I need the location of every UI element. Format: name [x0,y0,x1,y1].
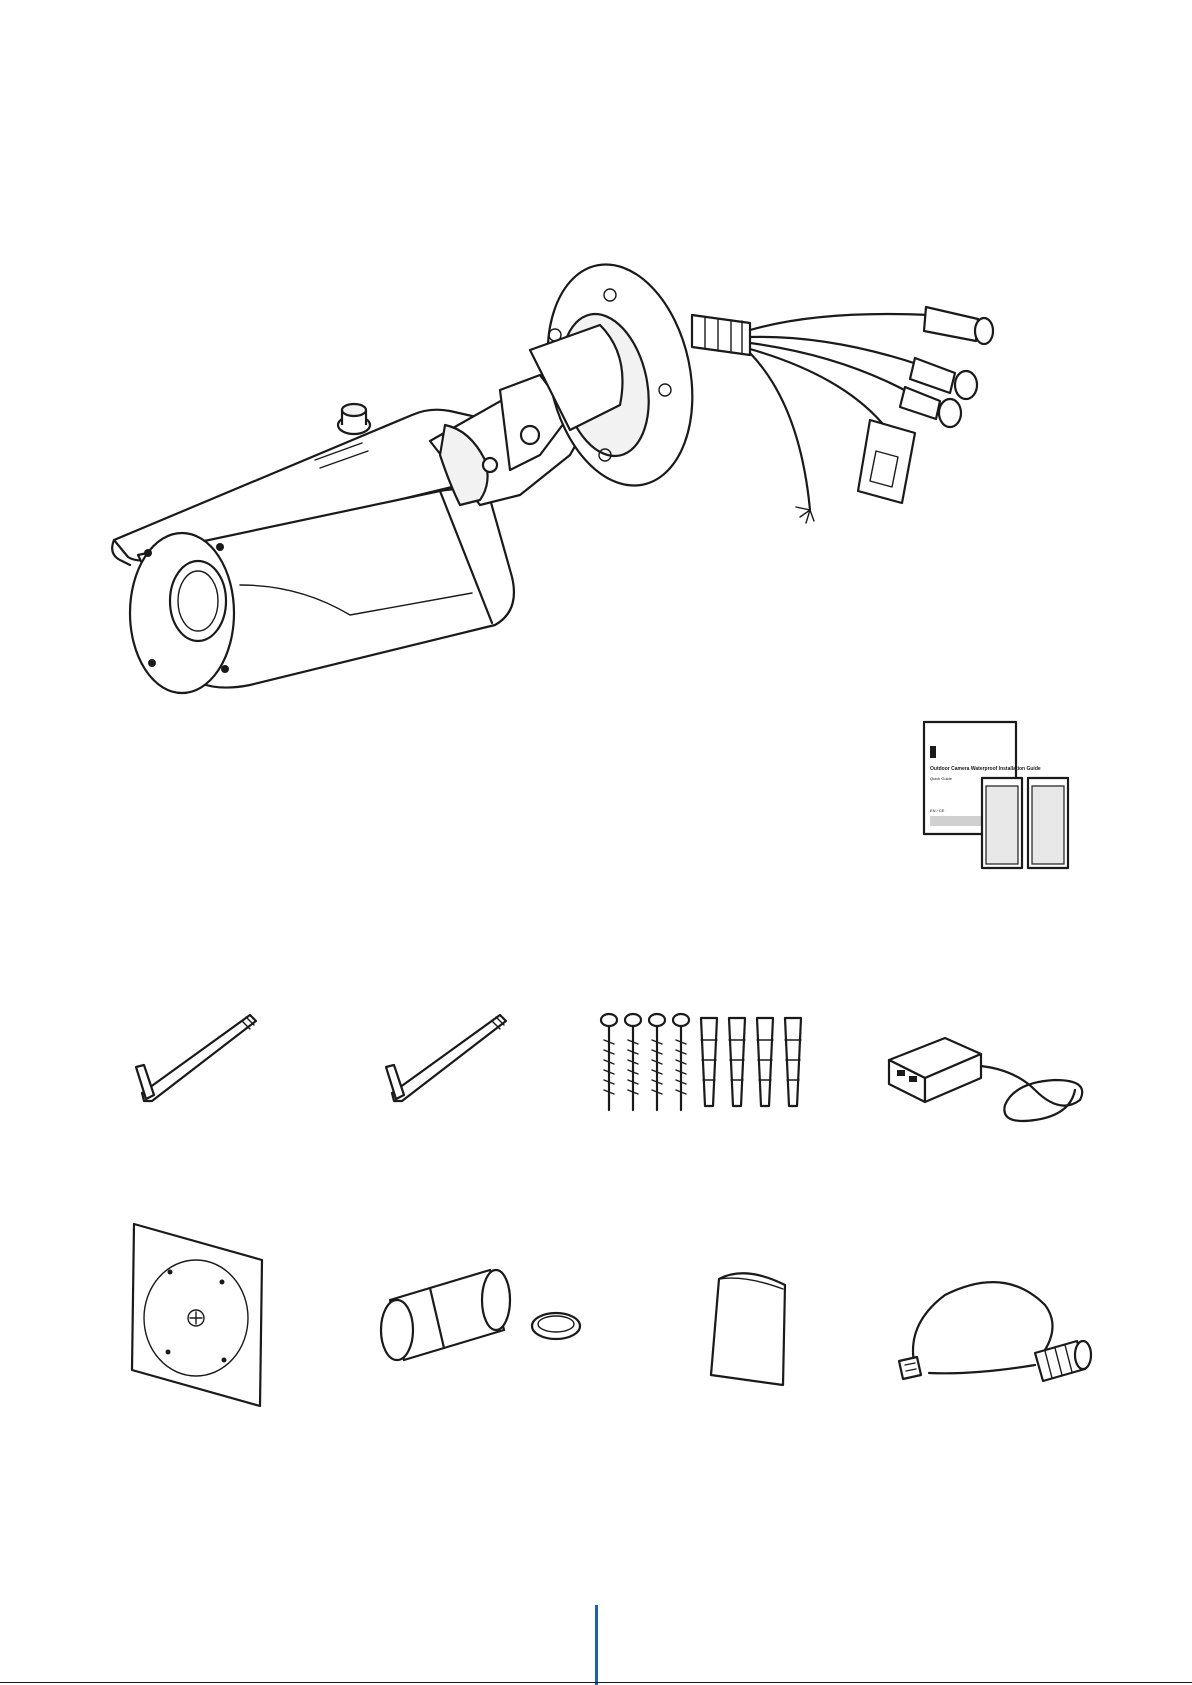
screws-and-anchors [595,1010,835,1120]
screws-icon [595,1010,835,1120]
power-adapter-icon [885,1020,1085,1130]
guide-title: Outdoor Camera Waterproof Installation G… [930,766,1041,772]
waterproof-cap [370,1260,590,1370]
documents-icon: Outdoor Camera Waterproof Installation G… [922,720,1082,870]
l-wrench-2 [380,1005,520,1105]
footer-rule [0,1682,1192,1683]
guide-subtitle: Quick Guide [930,776,953,781]
mounting-template [130,1220,270,1410]
documents-illustration: Outdoor Camera Waterproof Installation G… [922,720,1082,870]
video-cable-icon [895,1265,1095,1395]
booklet-icon [705,1265,795,1390]
waterproof-cap-icon [370,1260,590,1370]
camera-illustration [100,255,1100,745]
booklet [705,1265,795,1390]
page-marker [595,1605,598,1685]
video-cable [895,1265,1095,1395]
guide-badge: EN / CE [930,808,945,813]
l-wrench-1 [130,1005,270,1105]
l-wrench-icon [130,1005,270,1105]
bullet-camera-icon [100,255,1100,745]
mounting-template-icon [130,1220,270,1410]
l-wrench-icon [380,1005,520,1105]
power-adapter [885,1020,1085,1130]
